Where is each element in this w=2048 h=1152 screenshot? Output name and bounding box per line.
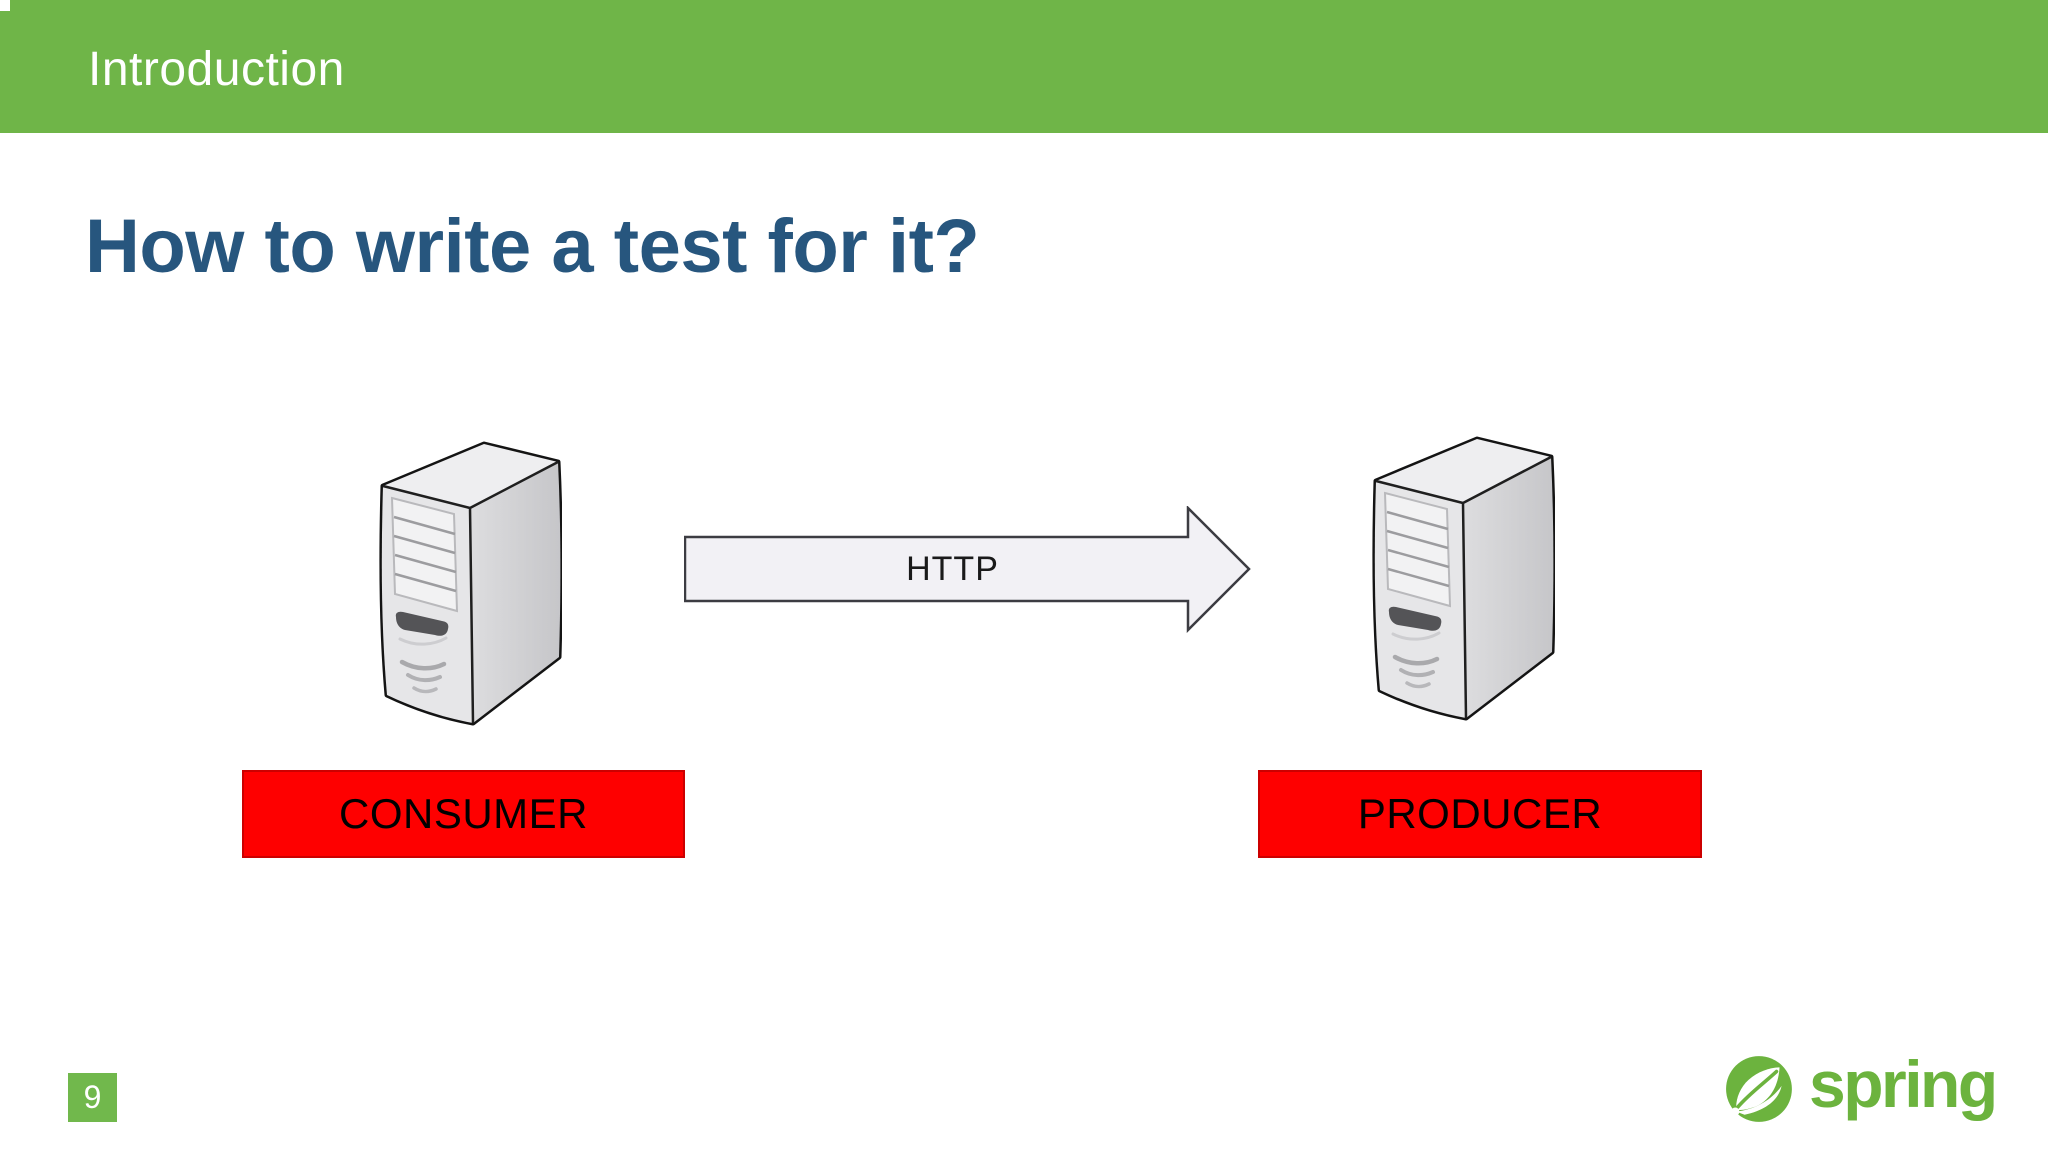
producer-label: PRODUCER — [1357, 790, 1603, 837]
consumer-label-box: CONSUMER — [242, 770, 685, 858]
consumer-label: CONSUMER — [338, 790, 588, 837]
spring-logo-text: spring — [1809, 1047, 1998, 1121]
header-bar: Introduction — [0, 0, 2048, 133]
page-number-badge: 9 — [68, 1073, 117, 1122]
http-arrow-icon — [684, 506, 1251, 633]
header-corner-notch — [0, 0, 10, 11]
header-section-label: Introduction — [88, 43, 345, 96]
http-arrow-label: HTTP — [906, 549, 999, 588]
producer-label-box: PRODUCER — [1258, 770, 1702, 858]
producer-server-tower-icon — [1371, 436, 1555, 721]
consumer-server-tower-icon — [378, 441, 562, 726]
slide-title: How to write a test for it? — [85, 204, 980, 289]
spring-logo: spring — [1724, 1047, 1998, 1127]
spring-leaf-icon — [1726, 1056, 1792, 1122]
